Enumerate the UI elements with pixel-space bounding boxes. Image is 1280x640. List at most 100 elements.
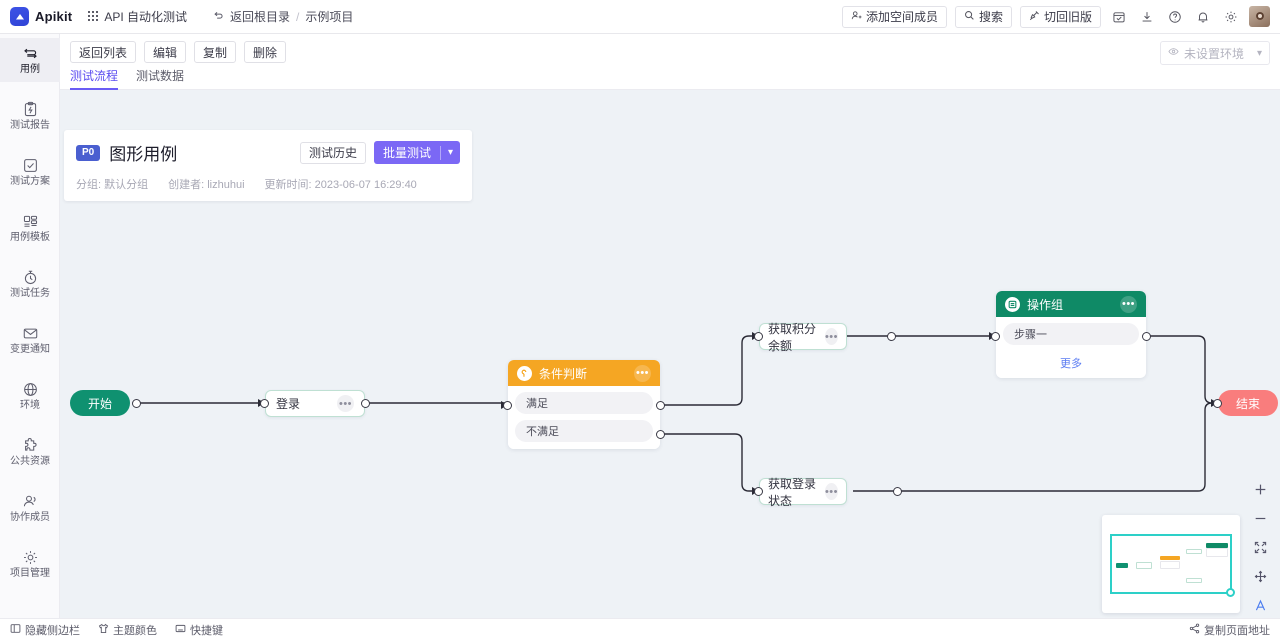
node-start[interactable]: 开始 xyxy=(70,390,141,416)
sidebar-item-test-report[interactable]: 测试报告 xyxy=(0,94,60,138)
minimap-node xyxy=(1186,578,1202,583)
condition-icon xyxy=(517,365,532,381)
search-icon xyxy=(964,10,975,24)
node-login[interactable]: 登录 ••• xyxy=(258,390,370,417)
node-menu-icon[interactable]: ••• xyxy=(634,364,651,382)
tab-test-flow[interactable]: 测试流程 xyxy=(70,67,119,90)
sidebar-item-label: 变更通知 xyxy=(10,344,50,355)
operation-group-step[interactable]: 步骤一 xyxy=(1003,323,1139,345)
breadcrumb: 返回根目录 / 示例项目 xyxy=(213,8,353,25)
minimap[interactable] xyxy=(1102,515,1240,613)
search-button[interactable]: 搜索 xyxy=(954,5,1012,28)
share-icon xyxy=(1189,623,1200,637)
node-menu-icon[interactable]: ••• xyxy=(337,395,354,412)
back-to-list-button[interactable]: 返回列表 xyxy=(70,41,137,63)
sidebar-item-project-management[interactable]: 项目管理 xyxy=(0,542,60,586)
node-get-login-state[interactable]: 获取登录状态 ••• xyxy=(752,477,902,508)
sidebar-item-cases[interactable]: 用例 xyxy=(0,38,60,82)
chevron-down-icon[interactable]: ▾ xyxy=(447,147,453,158)
node-condition[interactable]: 条件判断 ••• 满足 不满足 xyxy=(501,360,665,449)
sidebar-item-label: 公共资源 xyxy=(10,456,50,467)
flow-connectors xyxy=(138,335,1217,492)
top-header: Apikit API 自动化测试 返回根目录 / 示例项目 xyxy=(0,0,1280,34)
divider xyxy=(439,145,441,160)
theme-color-button[interactable]: 主题颜色 xyxy=(98,622,157,638)
sidebar-item-label: 测试报告 xyxy=(10,120,50,131)
sidebar-item-change-notice[interactable]: 变更通知 xyxy=(0,318,60,362)
gear-icon xyxy=(22,549,39,566)
condition-branch-true[interactable]: 满足 xyxy=(515,392,653,414)
port-operation-group-in[interactable] xyxy=(991,332,1000,341)
test-history-button[interactable]: 测试历史 xyxy=(299,141,366,164)
sidebar-item-test-plan[interactable]: 测试方案 xyxy=(0,150,60,194)
port-login-out[interactable] xyxy=(361,399,370,408)
node-menu-icon[interactable]: ••• xyxy=(824,328,838,345)
switch-old-version-button[interactable]: 切回旧版 xyxy=(1019,5,1101,28)
node-end[interactable]: 结束 xyxy=(1211,390,1279,416)
keyboard-icon xyxy=(175,623,186,637)
avatar[interactable] xyxy=(1249,6,1270,27)
port-get-points-in[interactable] xyxy=(754,332,763,341)
help-icon[interactable] xyxy=(1165,7,1185,27)
port-end-in[interactable] xyxy=(1213,399,1222,408)
clipboard-bolt-icon xyxy=(22,101,39,118)
edit-button[interactable]: 编辑 xyxy=(144,41,187,63)
sidebar-item-test-task[interactable]: 测试任务 xyxy=(0,262,60,306)
zoom-out-icon[interactable] xyxy=(1251,510,1269,526)
flow-canvas[interactable]: P0 图形用例 测试历史 批量测试 ▾ 分组: 默认分组 创建者: lizhuh… xyxy=(60,90,1280,640)
shirt-icon xyxy=(98,623,109,637)
condition-branch-false[interactable]: 不满足 xyxy=(515,420,653,442)
module-switcher[interactable]: API 自动化测试 xyxy=(88,8,187,25)
node-operation-group[interactable]: 操作组 ••• 步骤一 更多 xyxy=(989,291,1151,378)
port-operation-group-out[interactable] xyxy=(1142,332,1151,341)
sidebar-item-label: 协作成员 xyxy=(10,512,50,523)
node-menu-icon[interactable]: ••• xyxy=(824,483,838,500)
zoom-in-icon[interactable] xyxy=(1251,481,1269,497)
text-icon[interactable] xyxy=(1251,597,1269,613)
sidebar-item-collaborators[interactable]: 协作成员 xyxy=(0,486,60,530)
operation-group-more-link[interactable]: 更多 xyxy=(1060,358,1082,370)
port-condition-false-out[interactable] xyxy=(656,430,665,439)
hide-sidebar-button[interactable]: 隐藏侧边栏 xyxy=(10,622,80,638)
sidebar-item-public-resource[interactable]: 公共资源 xyxy=(0,430,60,474)
calendar-check-icon[interactable] xyxy=(1109,7,1129,27)
minimap-node xyxy=(1160,556,1180,560)
port-get-login-state-out[interactable] xyxy=(893,487,902,496)
tab-test-data[interactable]: 测试数据 xyxy=(136,69,185,83)
fit-screen-icon[interactable] xyxy=(1251,539,1269,555)
sidebar-item-environment[interactable]: 环境 xyxy=(0,374,60,418)
port-login-in[interactable] xyxy=(260,399,269,408)
copy-page-url-button[interactable]: 复制页面地址 xyxy=(1189,622,1270,638)
download-icon[interactable] xyxy=(1137,7,1157,27)
hide-sidebar-label: 隐藏侧边栏 xyxy=(25,624,80,637)
port-condition-in[interactable] xyxy=(503,401,512,410)
port-condition-true-out[interactable] xyxy=(656,401,665,410)
shortcuts-button[interactable]: 快捷键 xyxy=(175,622,223,638)
puzzle-icon xyxy=(22,437,39,454)
minimap-viewport[interactable] xyxy=(1110,534,1235,597)
environment-selector[interactable]: 未设置环境 ▾ xyxy=(1160,41,1270,65)
port-get-login-state-in[interactable] xyxy=(754,487,763,496)
batch-test-button[interactable]: 批量测试 ▾ xyxy=(373,141,460,164)
node-menu-icon[interactable]: ••• xyxy=(1120,295,1137,313)
breadcrumb-back[interactable]: 返回根目录 xyxy=(230,10,291,24)
brand-logo[interactable]: Apikit xyxy=(10,7,72,26)
breadcrumb-current[interactable]: 示例项目 xyxy=(305,10,354,24)
bell-icon[interactable] xyxy=(1193,7,1213,27)
eye-icon xyxy=(1168,46,1179,60)
gear-icon[interactable] xyxy=(1221,7,1241,27)
delete-button[interactable]: 删除 xyxy=(244,41,287,63)
pan-icon[interactable] xyxy=(1251,568,1269,584)
add-space-member-button[interactable]: 添加空间成员 xyxy=(841,5,947,28)
copy-button[interactable]: 复制 xyxy=(194,41,237,63)
grid-icon xyxy=(88,11,99,22)
meta-group: 分组: 默认分组 xyxy=(76,179,149,191)
port-start-out[interactable] xyxy=(132,399,141,408)
minimap-node xyxy=(1206,548,1228,557)
node-login-label: 登录 xyxy=(276,397,301,411)
sidebar-item-case-template[interactable]: 用例模板 xyxy=(0,206,60,250)
minimap-resize-handle[interactable] xyxy=(1226,588,1235,597)
node-get-points[interactable]: 获取积分余额 ••• xyxy=(752,322,896,353)
port-get-points-out[interactable] xyxy=(887,332,896,341)
